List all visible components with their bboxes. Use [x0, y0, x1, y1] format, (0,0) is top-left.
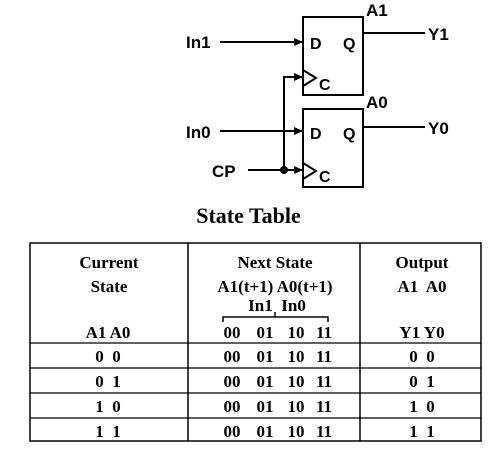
col2-code-3: 11: [316, 323, 332, 342]
row-next-2: 10: [288, 422, 305, 441]
row-next-1: 01: [257, 422, 274, 441]
label-in0: In0: [186, 123, 211, 142]
label-cp: CP: [212, 162, 236, 181]
col2-header-line1: Next State: [237, 253, 313, 272]
pin-d-a0: D: [310, 126, 322, 143]
col1-sub: A1 A0: [86, 323, 131, 342]
clock-triangle-a1: [302, 69, 318, 87]
flip-flop-a0: [302, 108, 364, 188]
row-next-3: 11: [316, 372, 332, 391]
flip-flop-a1: [302, 16, 364, 96]
col3-header-line1: Output: [396, 253, 449, 272]
arrow-in0: [294, 127, 303, 135]
row-state: 1 1: [95, 422, 121, 441]
row-output: 1 1: [409, 422, 435, 441]
row-output: 1 0: [409, 397, 435, 416]
pin-d-a1: D: [310, 36, 322, 53]
row-state: 1 0: [95, 397, 121, 416]
table-border: [29, 242, 482, 442]
row-next-1: 01: [257, 397, 274, 416]
row-next-3: 11: [316, 397, 332, 416]
label-a0: A0: [366, 93, 388, 112]
arrow-in1: [294, 38, 303, 46]
row-state: 0 1: [95, 372, 121, 391]
col3-sub: Y1 Y0: [399, 323, 444, 342]
col1-header-line2: State: [91, 277, 128, 296]
col2-header-line2: A1(t+1) A0(t+1): [217, 277, 332, 296]
row-state: 0 0: [95, 347, 121, 366]
col2-code-1: 01: [257, 323, 274, 342]
row-next-0: 00: [224, 397, 241, 416]
arrow-cp: [294, 166, 303, 174]
row-next-2: 10: [288, 397, 305, 416]
label-in1: In1: [186, 33, 211, 52]
arrow-clock-a1: [294, 73, 303, 81]
row-next-0: 00: [224, 347, 241, 366]
label-y0: Y0: [428, 119, 449, 138]
row-next-2: 10: [288, 372, 305, 391]
label-y1: Y1: [428, 25, 449, 44]
clock-triangle-a0: [302, 162, 318, 180]
flip-flop-circuit: In1 In0 CP A1 A0 Y1 Y0 D Q C D Q C: [186, 1, 449, 188]
row-next-1: 01: [257, 347, 274, 366]
table-title: State Table: [196, 203, 301, 228]
col2-inputs: In1 In0: [248, 296, 306, 315]
pin-q-a0: Q: [343, 126, 355, 143]
pin-q-a1: Q: [343, 36, 355, 53]
row-next-0: 00: [224, 372, 241, 391]
row-next-3: 11: [316, 347, 332, 366]
row-next-2: 10: [288, 347, 305, 366]
col2-code-2: 10: [288, 323, 305, 342]
label-a1: A1: [366, 1, 388, 20]
junction-dot: [280, 166, 288, 174]
col2-code-0: 00: [224, 323, 241, 342]
row-next-0: 00: [224, 422, 241, 441]
input-brace: [222, 312, 329, 322]
row-output: 0 1: [409, 372, 435, 391]
col3-header-line2: A1 A0: [397, 277, 446, 296]
row-output: 0 0: [409, 347, 435, 366]
pin-c-a0: C: [319, 169, 331, 186]
row-next-3: 11: [316, 422, 332, 441]
row-next-1: 01: [257, 372, 274, 391]
col1-header-line1: Current: [79, 253, 139, 272]
pin-c-a1: C: [319, 77, 331, 94]
